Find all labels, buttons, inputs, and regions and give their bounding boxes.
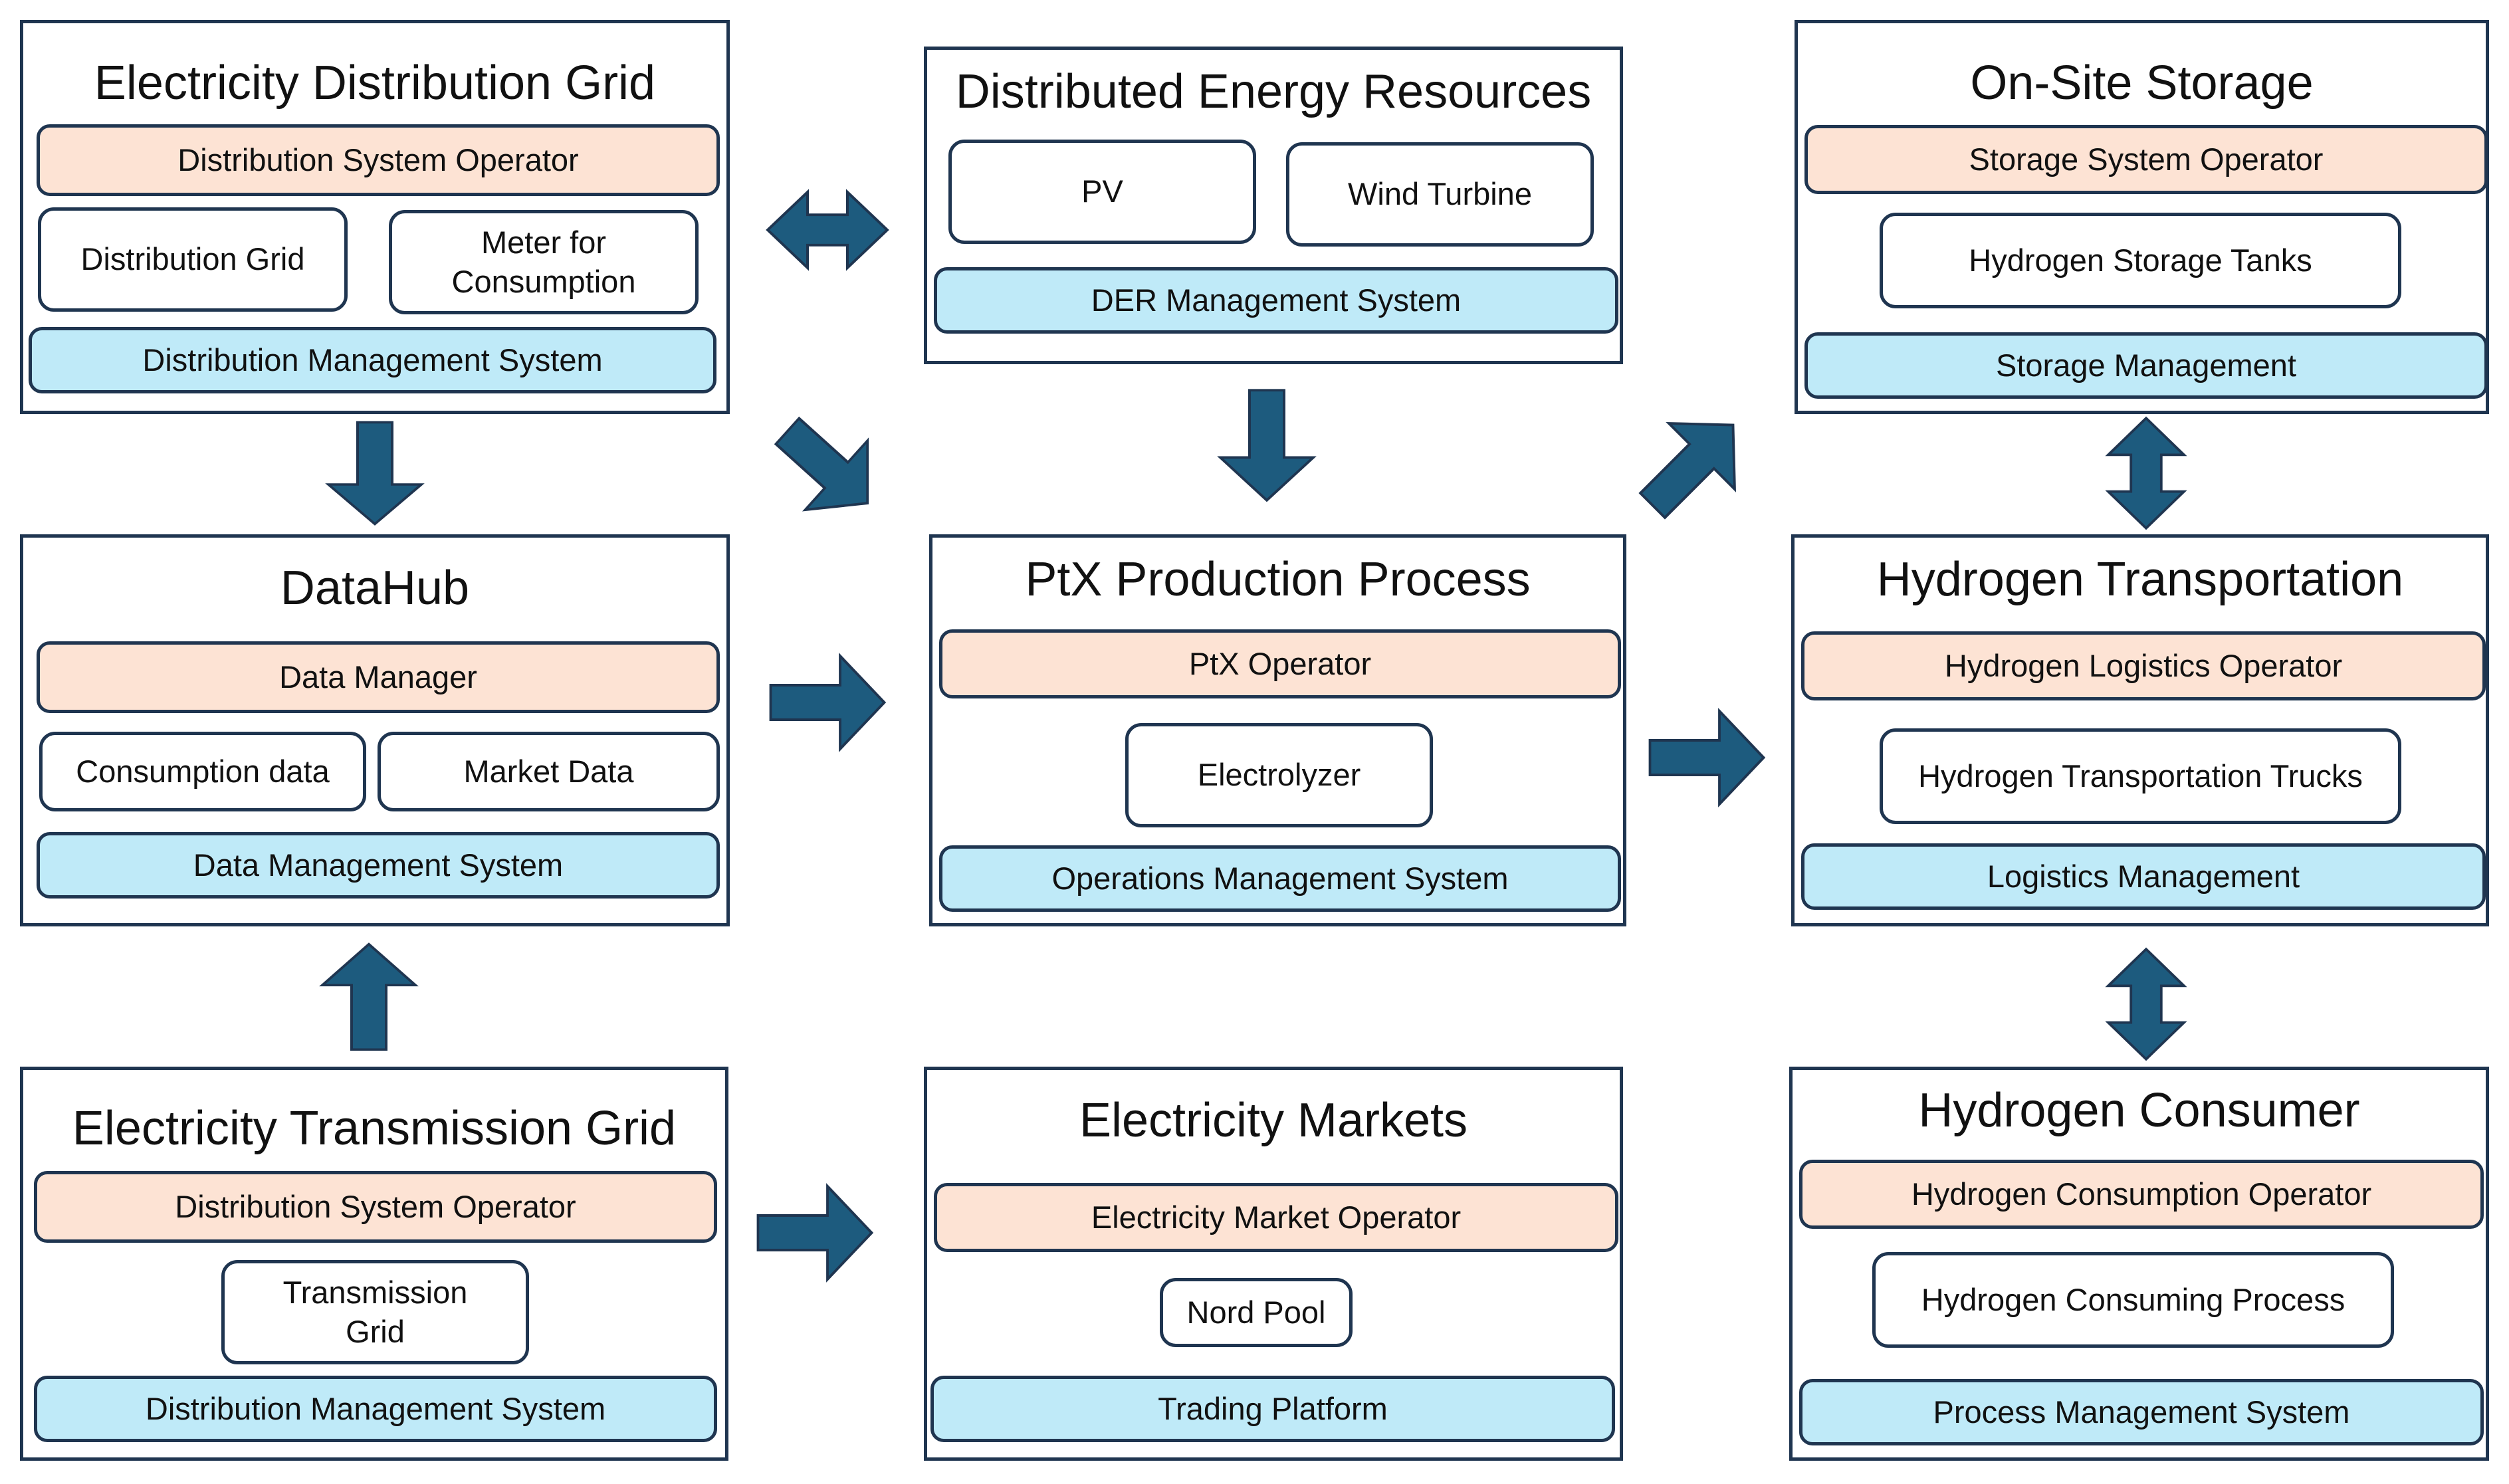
panel-title: Electricity Distribution Grid [94,56,656,110]
role-bar: Data Manager [37,641,720,713]
panel-distributed-energy-resources: Distributed Energy Resources PV Wind Tur… [924,47,1623,364]
panel-title: Electricity Markets [1079,1094,1468,1147]
component-transmission-grid: Transmission Grid [221,1260,529,1364]
component-hydrogen-storage-tanks: Hydrogen Storage Tanks [1880,213,2401,308]
arrow-transmission-to-markets [756,1185,873,1281]
arrow-grid-to-ptx [755,395,900,540]
component-pv: PV [948,140,1256,244]
system-bar: Logistics Management [1801,843,2486,910]
panel-electricity-markets: Electricity Markets Electricity Market O… [924,1067,1623,1461]
system-bar: Process Management System [1799,1379,2484,1445]
panel-title: Electricity Transmission Grid [72,1102,677,1155]
component-market-data: Market Data [378,732,720,811]
role-bar: PtX Operator [939,629,1621,698]
role-bar: Hydrogen Consumption Operator [1799,1160,2484,1229]
component-distribution-grid: Distribution Grid [38,207,348,312]
arrow-ptx-to-transport [1648,710,1765,805]
panel-title: On-Site Storage [1970,56,2314,110]
system-bar: Operations Management System [939,845,1621,912]
component-wind-turbine: Wind Turbine [1286,142,1594,247]
system-bar: DER Management System [934,267,1618,334]
component-hydrogen-consuming-process: Hydrogen Consuming Process [1872,1252,2394,1348]
role-bar: Storage System Operator [1804,125,2488,194]
panel-on-site-storage: On-Site Storage Storage System Operator … [1795,20,2489,414]
system-bar: Data Management System [37,832,720,899]
arrow-grid-der-bidirectional [766,191,889,269]
panel-datahub: DataHub Data Manager Consumption data Ma… [20,534,730,926]
component-nord-pool: Nord Pool [1160,1278,1353,1347]
component-hydrogen-transportation-trucks: Hydrogen Transportation Trucks [1880,728,2401,824]
system-bar: Storage Management [1804,332,2488,399]
arrow-grid-to-datahub [327,421,423,526]
panel-title: DataHub [280,562,470,615]
role-bar: Hydrogen Logistics Operator [1801,631,2486,700]
panel-hydrogen-consumer: Hydrogen Consumer Hydrogen Consumption O… [1789,1067,2489,1461]
system-bar: Distribution Management System [29,327,716,393]
panel-electricity-transmission-grid: Electricity Transmission Grid Distributi… [20,1067,728,1461]
panel-title: PtX Production Process [1025,553,1531,606]
arrow-transport-consumer-bidirectional [2107,948,2185,1061]
role-bar: Distribution System Operator [37,124,720,196]
arrow-ptx-to-storage [1618,391,1767,540]
panel-hydrogen-transportation: Hydrogen Transportation Hydrogen Logisti… [1791,534,2489,926]
role-bar: Electricity Market Operator [934,1183,1618,1252]
component-electrolyzer: Electrolyzer [1125,723,1433,827]
component-consumption-data: Consumption data [39,732,366,811]
role-bar: Distribution System Operator [34,1171,717,1243]
component-meter-for-consumption: Meter for Consumption [389,210,699,314]
arrow-storage-transport-bidirectional [2107,417,2185,530]
panel-title: Distributed Energy Resources [955,65,1592,118]
panel-title: Hydrogen Consumer [1918,1084,2360,1137]
arrow-datahub-to-ptx [769,655,886,750]
arrow-der-to-ptx [1219,389,1315,502]
panel-ptx-production-process: PtX Production Process PtX Operator Elec… [929,534,1626,926]
panel-electricity-distribution-grid: Electricity Distribution Grid Distributi… [20,20,730,414]
system-bar: Distribution Management System [34,1376,717,1442]
arrow-transmission-to-datahub [321,942,417,1051]
panel-title: Hydrogen Transportation [1876,553,2404,606]
system-bar: Trading Platform [930,1376,1615,1442]
